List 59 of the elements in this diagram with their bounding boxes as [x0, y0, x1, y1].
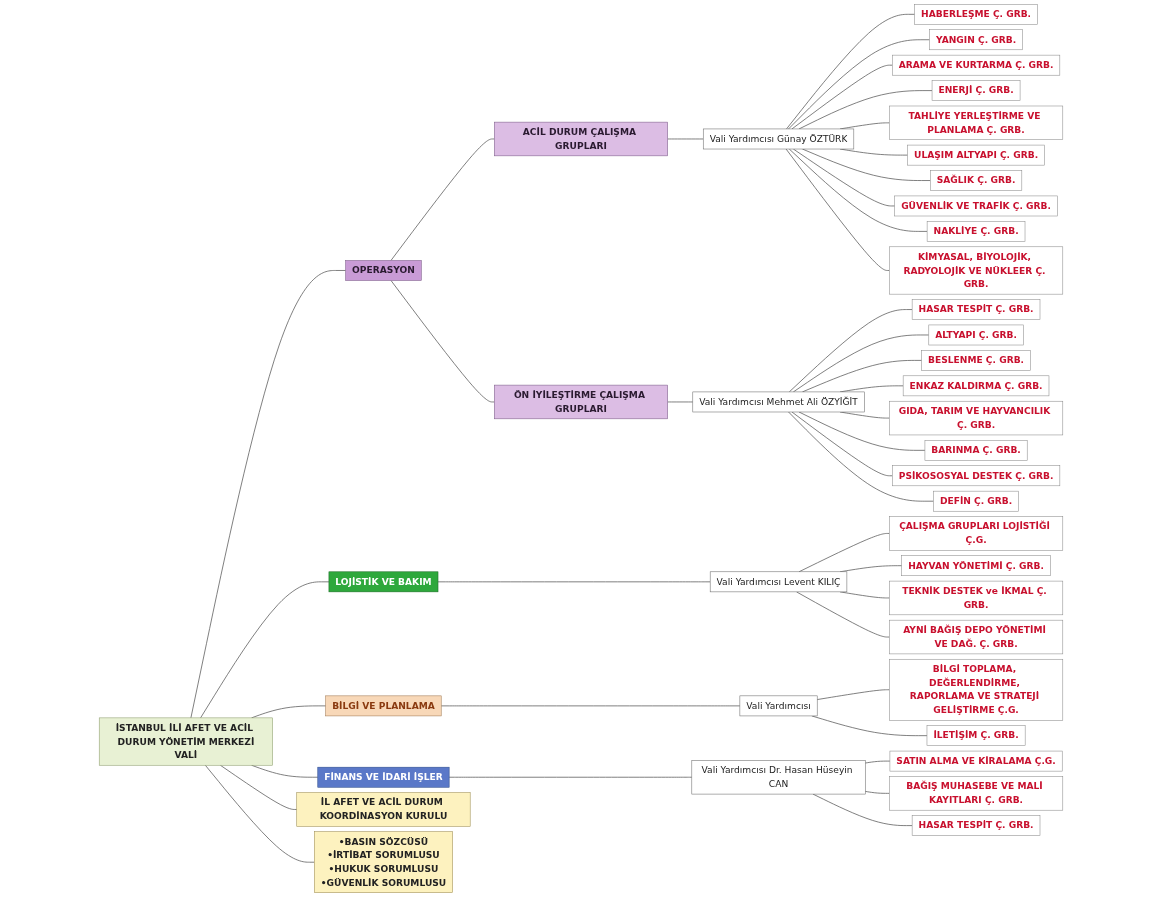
connector: [440, 705, 741, 707]
connector: [200, 581, 330, 719]
node-box: İSTANBUL İLİ AFET VE ACİL DURUM YÖNETİM MERKEZİ VALİ: [98, 717, 273, 766]
connector: [792, 334, 930, 393]
node-box: HABERLEŞME Ç. GRB.: [914, 4, 1038, 25]
connector: [667, 138, 704, 140]
connector: [864, 760, 891, 764]
connector: [190, 270, 346, 719]
node-box: FİNANS VE İDARİ İŞLER: [317, 766, 450, 788]
node-box: İL AFET VE ACİL DURUM KOORDİNASYON KURULU: [296, 792, 471, 827]
connector: [785, 148, 890, 271]
node-box: OPERASYON: [345, 260, 422, 281]
node-box: YANGIN Ç. GRB.: [929, 29, 1023, 51]
node-box: KİMYASAL, BİYOLOJİK, RADYOLOJİK VE NÜKLEER Ç. GRB.: [889, 246, 1064, 295]
node-box: AYNİ BAĞIŞ DEPO YÖNETİMİ VE DAĞ. Ç. GRB.: [889, 619, 1064, 655]
node-box: SAĞLIK Ç. GRB.: [930, 170, 1023, 191]
node-box: BESLENME Ç. GRB.: [921, 350, 1031, 371]
node-box: LOJİSTİK VE BAKIM: [328, 571, 439, 593]
node-box: ALTYAPI Ç. GRB.: [928, 324, 1024, 346]
connector: [390, 138, 495, 261]
connector: [667, 401, 694, 403]
node-box: ENKAZ KALDIRMA Ç. GRB.: [902, 375, 1050, 397]
node-box: ARAMA VE KURTARMA Ç. GRB.: [892, 54, 1061, 76]
connector: [788, 309, 913, 393]
node-box: ACİL DURUM ÇALIŞMA GRUPLARI: [494, 121, 668, 157]
node-box: ULAŞIM ALTYAPI Ç. GRB.: [907, 144, 1045, 166]
node-box: BAĞIŞ MUHASEBE VE MALİ KAYITLARI Ç. GRB.: [889, 776, 1064, 811]
node-box: HAYVAN YÖNETİMİ Ç. GRB.: [901, 555, 1051, 576]
node-box: NAKLİYE Ç. GRB.: [926, 221, 1026, 242]
node-box: •BASIN SÖZCÜSÜ •İRTİBAT SORUMLUSU •HUKUK SORUMLUSU •GÜVENLİK SORUMLUSU: [314, 831, 453, 893]
node-box: BİLGİ TOPLAMA, DEĞERLENDİRME, RAPORLAMA VE STRATEJİ GELİŞTİRME Ç.G.: [889, 659, 1064, 721]
connector: [816, 689, 890, 700]
node-box: SATIN ALMA VE KİRALAMA Ç.G.: [889, 750, 1063, 772]
connector: [448, 776, 693, 778]
node-box: PSİKOSOSYAL DESTEK Ç. GRB.: [892, 465, 1061, 487]
node-box: İLETİŞİM Ç. GRB.: [926, 725, 1026, 746]
node-box: GIDA, TARIM VE HAYVANCILIK Ç. GRB.: [889, 400, 1064, 436]
node-box: Vali Yardımcısı Günay ÖZTÜRK: [703, 128, 855, 150]
connector: [788, 148, 928, 232]
node-box: GÜVENLİK VE TRAFİK Ç. GRB.: [894, 195, 1058, 217]
connector: [437, 581, 711, 583]
node-box: DEFİN Ç. GRB.: [933, 490, 1019, 512]
node-box: TEKNİK DESTEK ve İKMAL Ç. GRB.: [889, 580, 1064, 616]
node-box: ÇALIŞMA GRUPLARI LOJİSTİĞİ Ç.G.: [889, 516, 1064, 551]
node-box: Vali Yardımcısı: [739, 695, 818, 717]
node-box: Vali Yardımcısı Levent KILIÇ: [709, 571, 848, 593]
node-box: HASAR TESPİT Ç. GRB.: [911, 815, 1041, 836]
connector: [220, 764, 298, 810]
node-box: Vali Yardımcısı Mehmet Ali ÖZYİĞİT: [692, 391, 865, 413]
node-box: TAHLİYE YERLEŞTİRME VE PLANLAMA Ç. GRB.: [889, 105, 1064, 140]
connector: [864, 791, 890, 794]
connector: [390, 280, 495, 403]
node-box: Vali Yardımcısı Dr. Hasan Hüseyin CAN: [691, 760, 866, 795]
node-box: BARINMA Ç. GRB.: [924, 440, 1028, 461]
node-box: ÖN İYİLEŞTİRME ÇALIŞMA GRUPLARI: [494, 384, 668, 420]
node-box: ENERJİ Ç. GRB.: [931, 80, 1021, 101]
connector: [204, 764, 315, 863]
node-box: BİLGİ VE PLANLAMA: [325, 695, 442, 717]
node-box: HASAR TESPİT Ç. GRB.: [911, 299, 1041, 320]
